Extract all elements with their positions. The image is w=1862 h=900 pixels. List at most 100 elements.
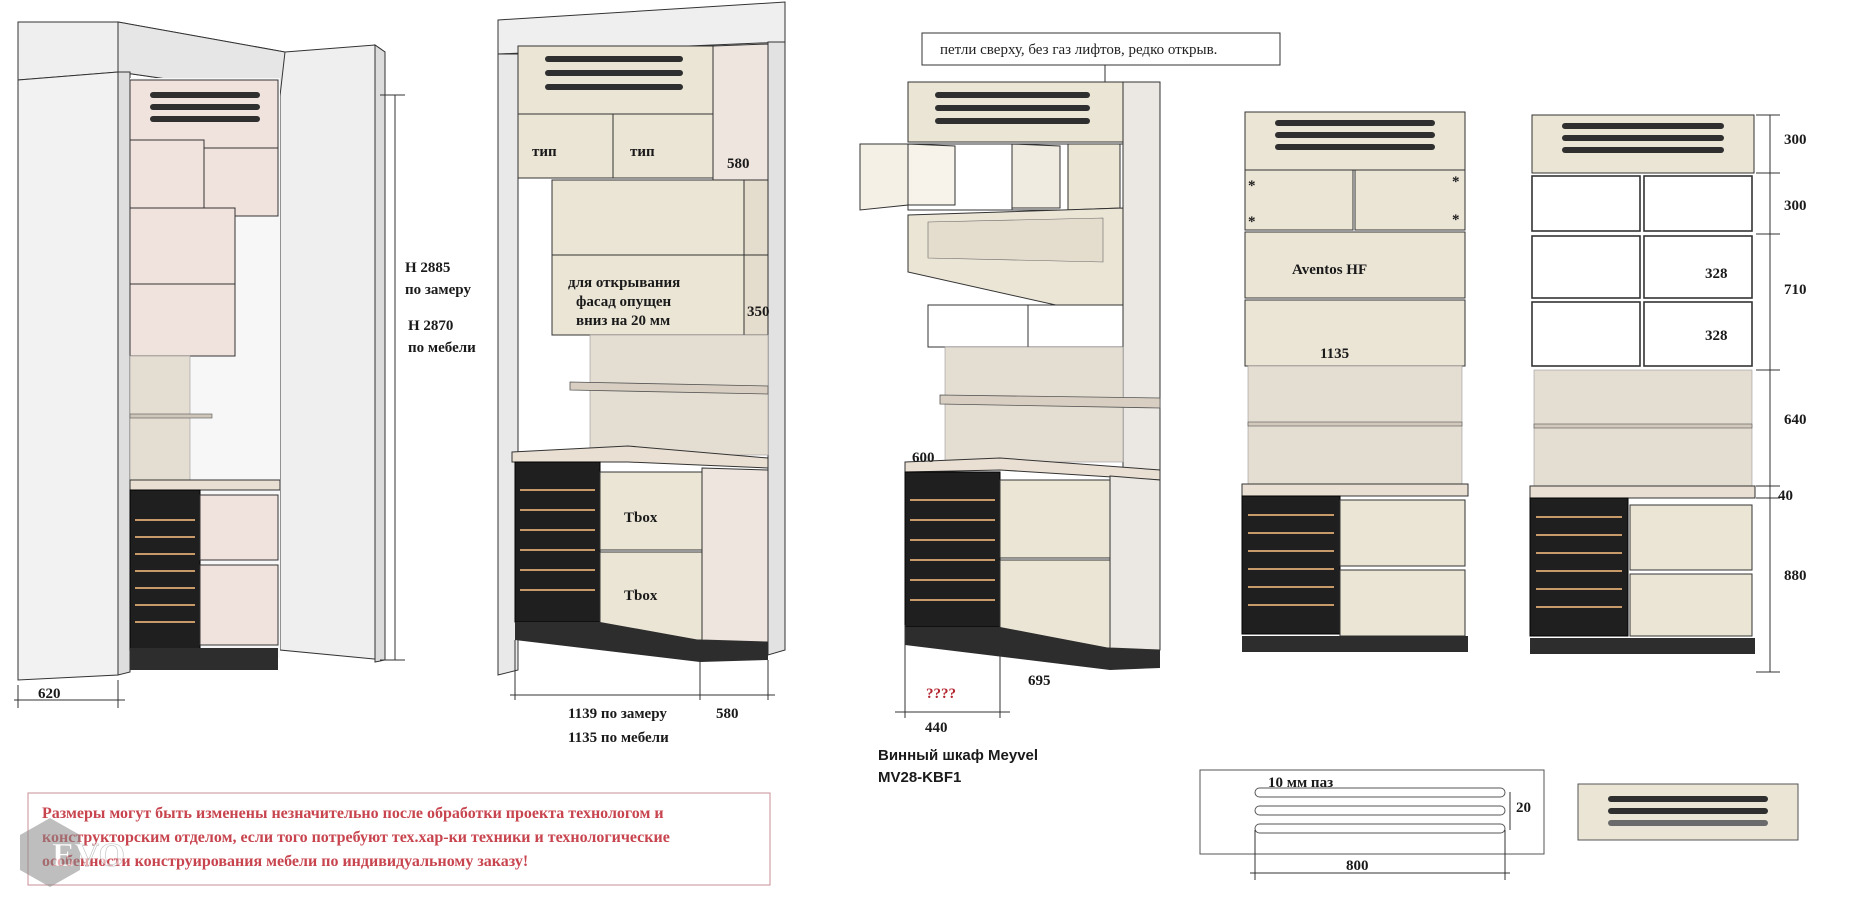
view2-left-wall	[497, 53, 519, 676]
view2-lift-facade-top	[551, 179, 745, 256]
warning-line2: конструкторским отделом, если того потре…	[42, 829, 670, 846]
view1-right-wall	[279, 44, 386, 661]
view2-label-tip-left: тип	[532, 144, 557, 160]
view3-shelf	[939, 394, 1161, 409]
view2-door-tip-left	[517, 113, 614, 179]
view4-star-2: *	[1248, 214, 1256, 230]
view5-vent-icon	[1562, 123, 1724, 153]
view2-note-line2: фасад опущен	[576, 294, 672, 310]
view5-shelf	[1533, 423, 1753, 429]
view1-plinth	[130, 648, 278, 670]
view3-dim-lines	[895, 625, 1010, 718]
view1-wine-shelves	[135, 519, 195, 623]
view2-vent-icon	[545, 56, 683, 90]
vent-facade-preview-icon	[1608, 796, 1768, 826]
view4-aventos-label: Aventos HF	[1292, 262, 1367, 278]
view2-shelf	[569, 381, 769, 395]
view3-wine-shelves	[910, 499, 995, 601]
view5-drawer-bottom	[1629, 573, 1753, 637]
view1-vent-icon	[150, 92, 260, 122]
view2-dim-measure: 1139 по замеру	[568, 706, 667, 722]
view3-door-open-right	[1011, 143, 1061, 209]
evo-logo-icon	[20, 818, 80, 887]
view3-dim-440: 440	[925, 720, 948, 736]
view2-lift-side-bottom	[743, 254, 769, 336]
view2-door-tip-right	[612, 113, 714, 179]
view3-wine-label-line2: MV28-KBF1	[878, 769, 961, 786]
view3-vent-icon	[935, 92, 1090, 124]
view2-note-line3: вниз на 20 мм	[576, 313, 670, 329]
view2-plinth	[515, 622, 768, 662]
view5-dim-880: 880	[1784, 568, 1807, 584]
vent-detail-dims	[1250, 792, 1511, 880]
view2-counter	[511, 445, 769, 469]
view4-front: * * * * Aventos HF 1135	[1241, 111, 1469, 652]
vent-slot-3	[1254, 823, 1506, 834]
view1-height-furniture: H 2870	[408, 318, 453, 334]
vent-slot-2	[1254, 805, 1506, 816]
view1-drawer-top	[199, 494, 279, 561]
view4-wine-shelves	[1248, 514, 1334, 606]
view1-niche: 620 H 2885 по замеру H 2870 по мебели	[14, 21, 476, 708]
warning-box	[27, 792, 771, 886]
view3-lift-flap-inner	[927, 217, 1104, 263]
view4-shelf	[1247, 421, 1463, 427]
view1-dim-width: 620	[38, 686, 61, 702]
view4-vent-icon	[1275, 120, 1435, 150]
view2-note-line1: для открывания	[568, 275, 680, 291]
vent-dim-800: 800	[1346, 858, 1369, 874]
view1-left-wall	[17, 71, 119, 681]
view1-mid-facade-1	[129, 207, 236, 287]
view4-wine-fridge	[1241, 495, 1341, 635]
view4-counter	[1241, 483, 1469, 497]
view4-aventos-top	[1244, 231, 1466, 299]
view3-door-open-left	[859, 143, 909, 211]
view3-plinth	[905, 627, 1160, 670]
view4-star-4: *	[1452, 212, 1460, 228]
view1-height-measure: H 2885	[405, 260, 450, 276]
view5-dim-lines	[1756, 114, 1780, 673]
view3-right-side	[1122, 81, 1161, 471]
view1-drawer-bottom	[199, 564, 279, 646]
view5-glass-frames	[1531, 175, 1753, 367]
view3-dim-600: 600	[912, 450, 935, 466]
view4-door-right	[1354, 169, 1466, 231]
view5-front-glass: 328 328 300 300 710 64	[1529, 114, 1807, 673]
view2-tbox-top-label: Tbox	[624, 510, 658, 526]
view2-dim-lines	[510, 640, 775, 700]
view1-shelf	[129, 413, 213, 419]
view3-cabinet-open: петли сверху, без газ лифтов, редко откр…	[859, 32, 1281, 786]
vent-slot-1	[1254, 787, 1506, 798]
view4-aventos-bottom	[1244, 299, 1466, 367]
view3-base-side	[1109, 475, 1161, 651]
evo-logo-text: EVO	[52, 837, 125, 874]
view1-mid-facade-2	[129, 283, 236, 357]
view3-wine-label-line1: Винный шкаф Meyvel	[878, 747, 1038, 764]
view5-dim-710: 710	[1784, 282, 1807, 298]
view3-dim-695: 695	[1028, 673, 1051, 689]
view4-door-left	[1244, 169, 1354, 231]
view2-cabinet: тип тип 580 для открывания фасад опущен …	[497, 1, 786, 746]
view5-drawer-top	[1629, 504, 1753, 571]
view2-label-tip-right: тип	[630, 144, 655, 160]
view1-upper-door-right	[203, 147, 279, 217]
view1-height-measure-note: по замеру	[405, 282, 471, 298]
view2-backsplash	[589, 334, 769, 456]
warning-line3: особенности конструирования мебели по ин…	[42, 853, 528, 870]
view4-plinth	[1242, 636, 1468, 652]
vent-detail: 10 мм паз 20 800	[1199, 769, 1799, 880]
view2-dim-580-bottom: 580	[716, 706, 739, 722]
view3-open-box	[927, 304, 1124, 348]
view5-dim-328-a: 328	[1705, 266, 1728, 282]
view5-dim-640: 640	[1784, 412, 1807, 428]
view3-callout: петли сверху, без газ лифтов, редко откр…	[940, 42, 1217, 58]
view3-question-marks: ????	[926, 686, 956, 702]
vent-groove-label: 10 мм паз	[1268, 775, 1333, 791]
view4-drawer-top	[1339, 499, 1466, 567]
view2-tbox-top	[599, 471, 703, 551]
view4-star-3: *	[1452, 174, 1460, 190]
view2-lift-side	[743, 179, 769, 256]
view1-upper-door-left	[129, 139, 205, 211]
warning-line1: Размеры могут быть изменены незначительн…	[42, 805, 664, 822]
